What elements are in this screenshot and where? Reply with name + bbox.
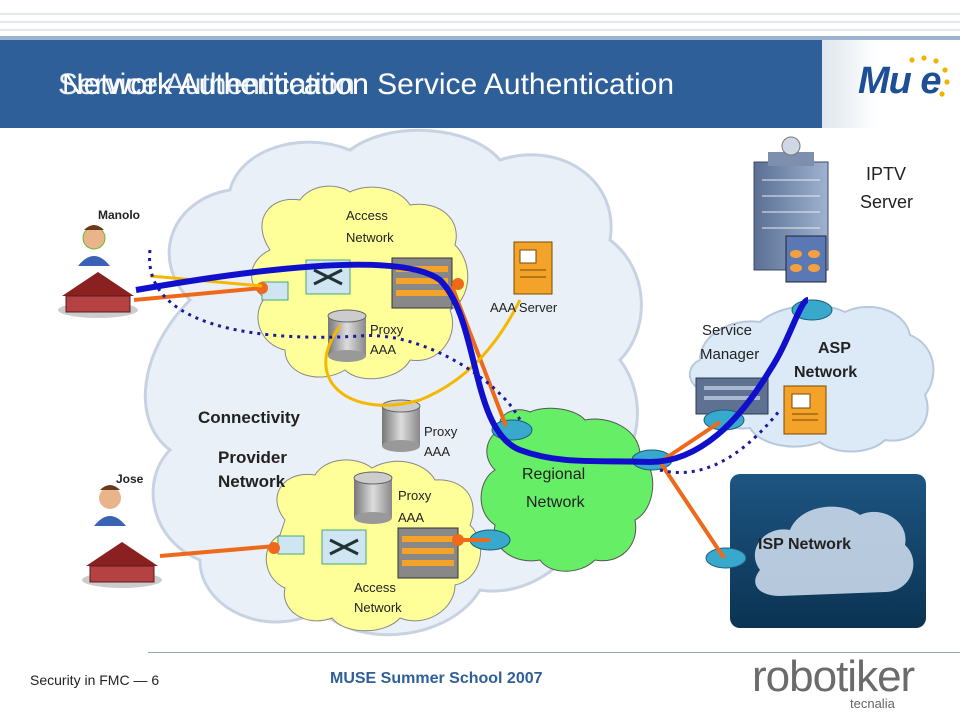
service-manager-label-1: Service — [702, 322, 753, 339]
regional-label-2: Network — [526, 494, 585, 511]
tecnalia-logo-text: tecnalia — [850, 696, 895, 711]
connectivity-label-2: Provider — [218, 448, 287, 467]
muse-logo: Mu e — [858, 60, 942, 102]
asp-label-1: ASP — [818, 340, 851, 357]
dotted-path-right — [659, 409, 782, 474]
slide-header — [0, 40, 960, 128]
service-manager-label-2: Manager — [700, 346, 760, 363]
access-network-bottom-label-1: Access — [354, 580, 396, 595]
jose-user-icon — [94, 485, 126, 526]
manolo-user-icon — [78, 225, 110, 266]
header-top-lines — [0, 0, 960, 36]
connectivity-label-1: Connectivity — [198, 408, 301, 427]
proxy-aaa-top-label-1: Proxy — [370, 322, 404, 337]
proxy-aaa-bottom-label-2: AAA — [398, 510, 425, 525]
manolo-label: Manolo — [98, 208, 140, 222]
proxy-aaa-mid-label-1: Proxy — [424, 424, 458, 439]
iptv-server-building-icon — [753, 136, 829, 283]
jose-house-icon — [82, 542, 162, 588]
logo-panel — [822, 40, 960, 128]
dotted-path-top — [148, 249, 522, 421]
connectivity-label-3: Network — [218, 472, 286, 491]
network-diagram — [58, 128, 935, 637]
access-cloud-bottom — [265, 459, 482, 632]
service-manager-server-icon — [695, 377, 769, 415]
regional-label-1: Regional — [522, 466, 586, 483]
asp-document-server-icon — [783, 385, 827, 435]
proxy-aaa-bottom-cylinder-icon — [353, 471, 393, 524]
access-bottom-equipment-icon — [277, 527, 459, 579]
iptv-label-2: Server — [860, 192, 914, 212]
access-network-top-label-1: Access — [346, 208, 388, 223]
manolo-house-icon — [58, 272, 138, 318]
aaa-server-icon — [513, 241, 553, 295]
slide-title: Network Authentication Service Authentic… — [62, 68, 675, 101]
footer-event: MUSE Summer School 2007 — [330, 670, 543, 687]
robotiker-logo: robotiker — [752, 652, 915, 701]
footer-slide-info: Security in FMC — 6 — [30, 672, 160, 688]
proxy-aaa-mid-cylinder-icon — [381, 399, 421, 452]
aaa-server-label: AAA Server — [490, 300, 558, 315]
access-network-top-label-2: Network — [346, 230, 394, 245]
footer-divider — [148, 652, 960, 653]
iptv-label-1: IPTV — [866, 164, 907, 184]
isp-network-box — [730, 474, 926, 628]
title-ghost-service: Service Authentication — [58, 68, 355, 101]
eu-stars-icon — [909, 55, 950, 97]
title-ghost-network: Network Authentication — [62, 68, 369, 101]
blue-service-path — [135, 261, 810, 466]
header-stripe — [0, 36, 960, 40]
isp-label: ISP Network — [758, 536, 852, 553]
jose-label: Jose — [116, 472, 144, 486]
proxy-aaa-top-label-2: AAA — [370, 342, 397, 357]
asp-label-2: Network — [794, 364, 858, 381]
router-icons — [469, 299, 833, 569]
access-cloud-top — [251, 185, 469, 380]
proxy-aaa-mid-label-2: AAA — [424, 444, 451, 459]
proxy-aaa-bottom-label-1: Proxy — [398, 488, 432, 503]
access-network-bottom-label-2: Network — [354, 600, 402, 615]
